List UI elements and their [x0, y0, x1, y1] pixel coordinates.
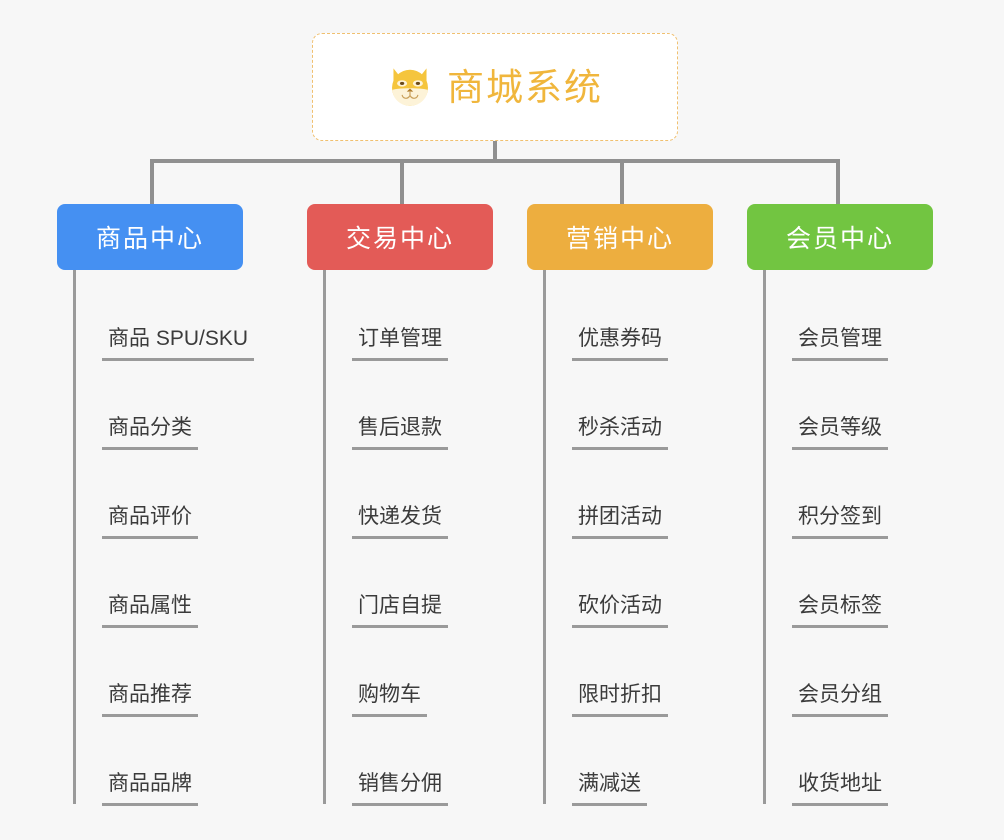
- leaf-label: 积分签到: [792, 504, 888, 539]
- branch-body-marketing-center: 优惠券码 秒杀活动 拼团活动 砍价活动 限时折扣 满减送: [543, 270, 713, 806]
- leaf-label: 秒杀活动: [572, 415, 668, 450]
- connector-branch-2-vertical: [620, 159, 624, 204]
- connector-branch-0-vertical: [150, 159, 154, 204]
- list-item[interactable]: 商品推荐: [76, 626, 254, 717]
- branch-body-product-center: 商品 SPU/SKU 商品分类 商品评价 商品属性 商品推荐 商品品牌: [73, 270, 255, 806]
- list-item[interactable]: 会员等级: [766, 359, 933, 450]
- leaf-label: 会员管理: [792, 326, 888, 361]
- branch-member-center: 会员中心 会员管理 会员等级 积分签到 会员标签 会员分组 收货地址: [747, 204, 933, 806]
- leaf-label: 商品评价: [102, 504, 198, 539]
- list-item[interactable]: 商品评价: [76, 448, 254, 539]
- branch-label: 交易中心: [345, 225, 454, 253]
- list-item[interactable]: 优惠券码: [546, 270, 713, 361]
- leaf-label: 限时折扣: [572, 682, 668, 717]
- list-item[interactable]: 快递发货: [326, 448, 493, 539]
- list-item[interactable]: 会员标签: [766, 537, 933, 628]
- leaf-label: 购物车: [352, 682, 427, 717]
- list-item[interactable]: 会员分组: [766, 626, 933, 717]
- leaf-label: 门店自提: [352, 593, 448, 628]
- list-item[interactable]: 商品分类: [76, 359, 254, 450]
- leaf-label: 商品 SPU/SKU: [102, 326, 255, 361]
- root-node[interactable]: 商城系统: [312, 33, 678, 141]
- connector-root-vertical: [493, 141, 497, 162]
- leaf-label: 商品分类: [102, 415, 198, 450]
- list-item[interactable]: 限时折扣: [546, 626, 713, 717]
- branch-label: 会员中心: [785, 225, 894, 253]
- leaf-label: 商品推荐: [102, 682, 198, 717]
- connector-branch-3-vertical: [836, 159, 840, 204]
- dog-face-icon: [392, 68, 428, 106]
- branch-header-marketing-center[interactable]: 营销中心: [527, 204, 713, 270]
- list-item[interactable]: 门店自提: [326, 537, 493, 628]
- list-item[interactable]: 商品 SPU/SKU: [76, 270, 255, 361]
- leaf-label: 售后退款: [352, 415, 448, 450]
- list-item[interactable]: 砍价活动: [546, 537, 713, 628]
- list-item[interactable]: 满减送: [546, 715, 713, 806]
- branch-label: 商品中心: [95, 225, 204, 253]
- branch-label: 营销中心: [565, 225, 674, 253]
- leaf-label: 满减送: [572, 771, 647, 806]
- branch-header-member-center[interactable]: 会员中心: [747, 204, 933, 270]
- list-item[interactable]: 售后退款: [326, 359, 493, 450]
- branch-body-trade-center: 订单管理 售后退款 快递发货 门店自提 购物车 销售分佣: [323, 270, 493, 806]
- root-title: 商城系统: [447, 66, 603, 108]
- leaf-label: 销售分佣: [352, 771, 448, 806]
- branch-trade-center: 交易中心 订单管理 售后退款 快递发货 门店自提 购物车 销售分佣: [307, 204, 493, 806]
- list-item[interactable]: 收货地址: [766, 715, 933, 806]
- leaf-label: 会员分组: [792, 682, 888, 717]
- leaf-label: 快递发货: [352, 504, 448, 539]
- leaf-label: 拼团活动: [572, 504, 668, 539]
- list-item[interactable]: 订单管理: [326, 270, 493, 361]
- leaf-label: 会员标签: [792, 593, 888, 628]
- leaf-label: 优惠券码: [572, 326, 668, 361]
- leaf-label: 商品属性: [102, 593, 198, 628]
- leaf-label: 砍价活动: [572, 593, 668, 628]
- list-item[interactable]: 商品品牌: [76, 715, 254, 806]
- branch-header-product-center[interactable]: 商品中心: [57, 204, 243, 270]
- leaf-label: 商品品牌: [102, 771, 198, 806]
- list-item[interactable]: 拼团活动: [546, 448, 713, 539]
- list-item[interactable]: 积分签到: [766, 448, 933, 539]
- connector-horizontal-bus: [150, 159, 840, 163]
- branch-product-center: 商品中心 商品 SPU/SKU 商品分类 商品评价 商品属性 商品推荐 商品品牌: [57, 204, 255, 806]
- leaf-label: 收货地址: [792, 771, 888, 806]
- branch-marketing-center: 营销中心 优惠券码 秒杀活动 拼团活动 砍价活动 限时折扣 满减送: [527, 204, 713, 806]
- connector-branch-1-vertical: [400, 159, 404, 204]
- leaf-label: 订单管理: [352, 326, 448, 361]
- branch-body-member-center: 会员管理 会员等级 积分签到 会员标签 会员分组 收货地址: [763, 270, 933, 806]
- list-item[interactable]: 购物车: [326, 626, 493, 717]
- list-item[interactable]: 销售分佣: [326, 715, 493, 806]
- list-item[interactable]: 商品属性: [76, 537, 254, 628]
- branch-header-trade-center[interactable]: 交易中心: [307, 204, 493, 270]
- leaf-label: 会员等级: [792, 415, 888, 450]
- list-item[interactable]: 会员管理: [766, 270, 933, 361]
- list-item[interactable]: 秒杀活动: [546, 359, 713, 450]
